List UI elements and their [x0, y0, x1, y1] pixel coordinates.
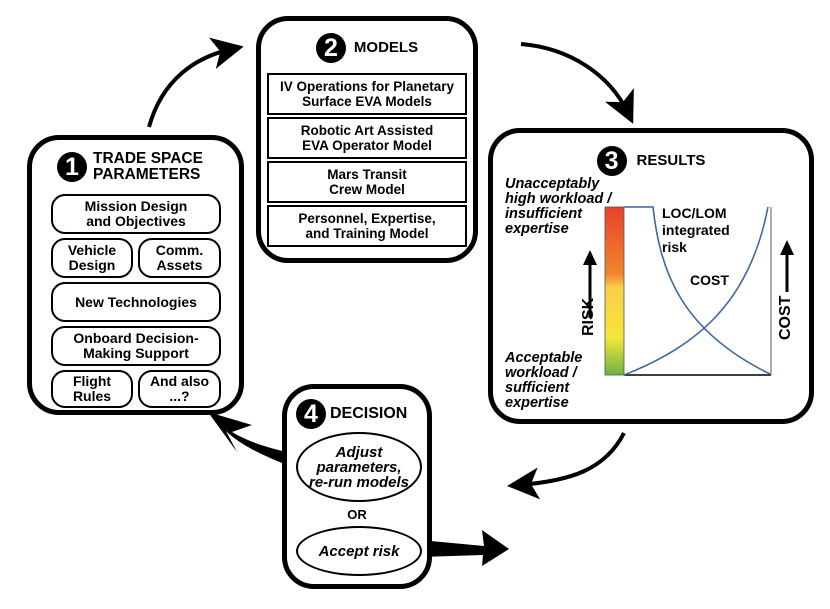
arrow-accept-risk-out — [420, 530, 509, 566]
option-accept-risk[interactable]: Accept risk — [296, 526, 422, 576]
model-iv-operations: IV Operations for Planetary Surface EVA … — [267, 73, 467, 115]
risk-axis-label: RISK — [580, 297, 597, 336]
arrow-decision-to-params — [208, 412, 302, 470]
arrow-3-to-4 — [507, 432, 626, 500]
param-flight-rules: Flight Rules — [51, 370, 133, 408]
param-mission-design: Mission Design and Objectives — [51, 194, 221, 234]
loc-lom-curve-label: LOC/LOM integrated risk — [662, 205, 730, 255]
acceptable-workload-note: Acceptable workload / sufficient experti… — [505, 350, 583, 411]
panel-2-header: 2 MODELS — [261, 33, 473, 63]
panel-3-title: RESULTS — [636, 152, 706, 169]
step-2-badge: 2 — [315, 33, 346, 63]
arrow-1-to-2 — [147, 37, 244, 128]
panel-models: 2 MODELS IV Operations for Planetary Sur… — [256, 16, 478, 263]
param-onboard-decision-support: Onboard Decision- Making Support — [51, 326, 221, 366]
step-3-badge: 3 — [596, 146, 627, 176]
cost-curve — [623, 206, 769, 376]
arrow-2-to-3 — [520, 42, 634, 124]
panel-trade-space-parameters: 1 TRADE SPACE PARAMETERS Mission Design … — [27, 135, 244, 415]
step-1-badge: 1 — [57, 152, 87, 182]
cost-curve-label: COST — [690, 272, 729, 288]
param-and-also: And also ...? — [138, 370, 221, 408]
cost-axis-label: COST — [777, 295, 794, 340]
panel-3-header: 3 RESULTS — [493, 146, 809, 176]
or-label: OR — [347, 507, 367, 522]
param-new-technologies: New Technologies — [51, 282, 221, 322]
risk-gradient-bar — [604, 206, 625, 376]
loc-lom-risk-curve — [624, 206, 771, 375]
cost-arrow-head-icon — [780, 240, 794, 255]
panel-1-header: 1 TRADE SPACE PARAMETERS — [57, 151, 203, 183]
model-robotic-art-assisted: Robotic Art Assisted EVA Operator Model — [267, 117, 467, 159]
model-mars-transit-crew: Mars Transit Crew Model — [267, 161, 467, 203]
panel-4-header: 4 DECISION — [296, 399, 407, 429]
param-comm-assets: Comm. Assets — [138, 238, 221, 278]
risk-arrow-head-icon — [583, 250, 597, 265]
step-4-badge: 4 — [296, 399, 326, 429]
panel-2-title: MODELS — [353, 39, 419, 56]
high-workload-note: Unacceptably high workload / insufficien… — [505, 176, 612, 237]
option-adjust-parameters[interactable]: Adjust parameters, re-run models — [296, 432, 422, 502]
panel-1-title: TRADE SPACE PARAMETERS — [93, 150, 203, 183]
param-vehicle-design: Vehicle Design — [51, 238, 133, 278]
panel-4-title: DECISION — [330, 405, 408, 422]
model-personnel-expertise-training: Personnel, Expertise, and Training Model — [267, 205, 467, 247]
